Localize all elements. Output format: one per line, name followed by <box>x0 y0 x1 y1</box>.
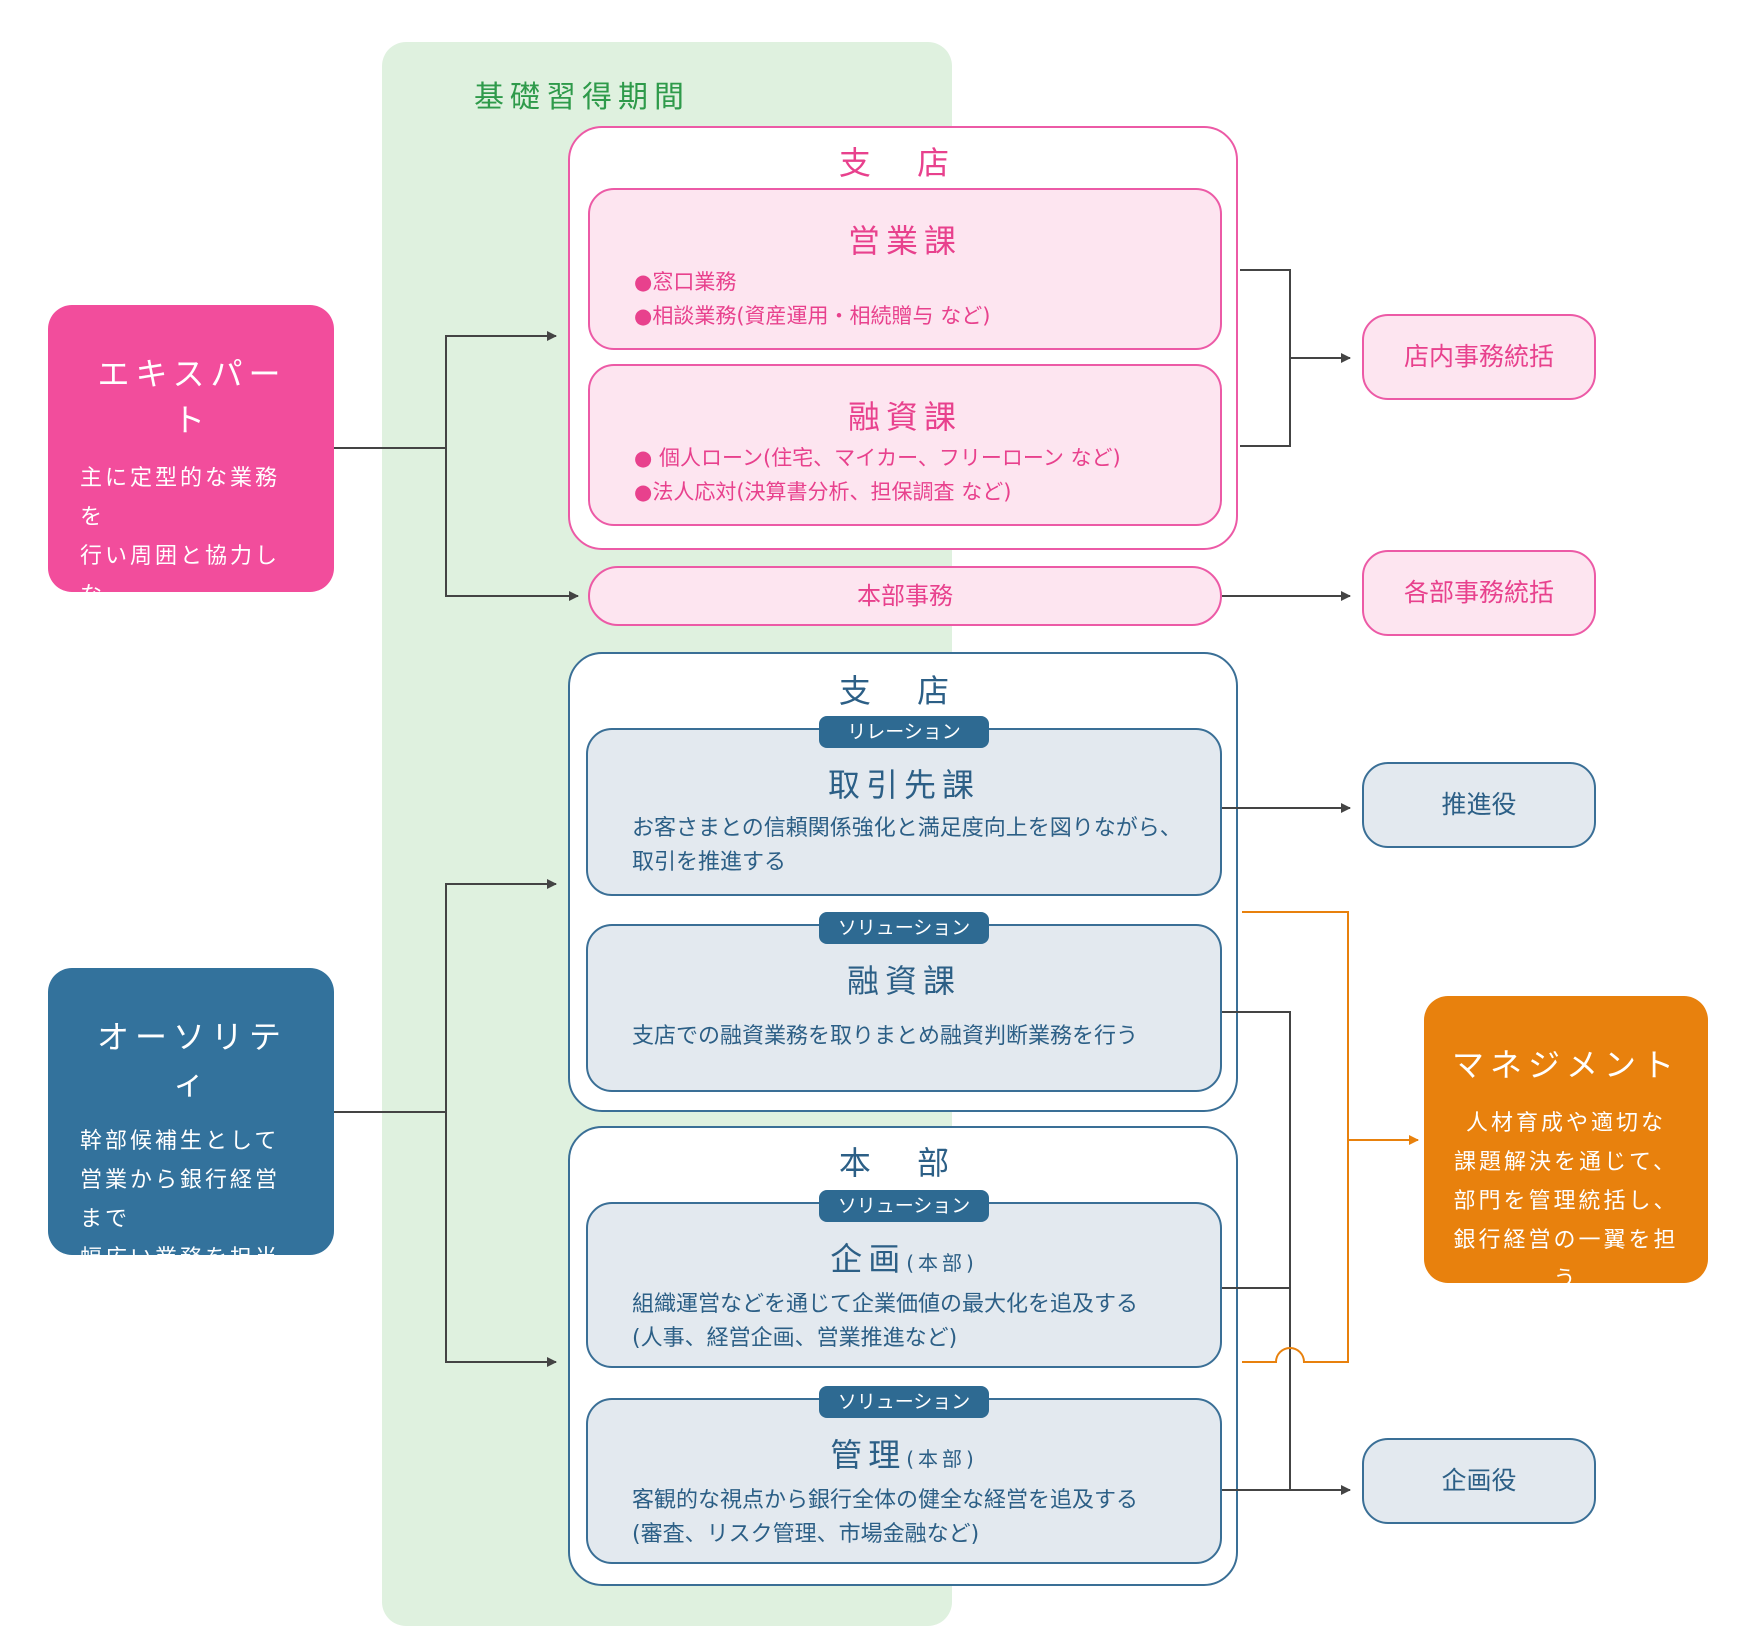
management-box: マネジメント 人材育成や適切な 課題解決を通じて、 部門を管理統括し、 銀行経営… <box>1424 996 1708 1292</box>
kikaku-description: 組織運営などを通じて企業価値の最大化を追及する <box>632 1292 1139 1317</box>
authority-title: オーソリティ <box>96 1018 287 1102</box>
kikaku-description: (人事、経営企画、営業推進など) <box>632 1326 958 1351</box>
expert-title: エキスパート <box>97 355 287 439</box>
eigyo-item: ●窓口業務 <box>634 270 737 294</box>
expert-connector <box>334 331 557 449</box>
expert-box: エキスパート 主に定型的な業務を 行い周囲と協力しな がら高品質な業務 遂行を追… <box>48 305 334 686</box>
kakubu-jimu-tokatsu-box: 各部事務統括 <box>1362 550 1596 636</box>
management-connector <box>1242 911 1349 1363</box>
eigyo-item: ●相談業務(資産運用・相続贈与 など) <box>634 304 991 328</box>
authority-branch-title: 支 店 <box>838 672 968 710</box>
tennai-jimu-tokatsu-box: 店内事務統括 <box>1362 314 1596 400</box>
torihiki-section-box: リレーション 取引先課 お客さまとの信頼関係強化と満足度向上を図りながら、 取引… <box>586 716 1222 896</box>
kanri-section-name: 管理(本部) <box>830 1436 978 1474</box>
honbu-jimu-box: 本部事務 <box>588 566 1222 626</box>
authority-connector <box>334 879 557 1113</box>
basic-training-period-title: 基礎習得期間 <box>474 80 690 115</box>
kikaku-yaku-box: 企画役 <box>1362 1438 1596 1524</box>
expert-honbu-jimu-connector <box>445 448 579 601</box>
yushi-item: ●法人応対(決算書分析、担保調査 など) <box>634 480 1012 504</box>
management-description: 人材育成や適切な 課題解決を通じて、 部門を管理統括し、 銀行経営の一翼を担う <box>1453 1111 1679 1292</box>
management-title: マネジメント <box>1451 1046 1680 1084</box>
torihiki-description: お客さまとの信頼関係強化と満足度向上を図りながら、 <box>632 816 1182 841</box>
kanri-section-box: ソリューション 管理(本部) 客観的な視点から銀行全体の健全な経営を追及する (… <box>586 1386 1222 1564</box>
solution-tag: ソリューション <box>819 1386 989 1418</box>
yushi-section-name: 融資課 <box>846 962 961 1000</box>
kikaku-section-box: ソリューション 企画(本部) 組織運営などを通じて企業価値の最大化を追及する (… <box>586 1190 1222 1368</box>
kikaku-section-name: 企画(本部) <box>830 1240 978 1278</box>
expert-description: 主に定型的な業務を 行い周囲と協力しな がら高品質な業務 遂行を追求 <box>80 466 281 686</box>
solution-tag: ソリューション <box>819 912 989 944</box>
yushi-section-name: 融資課 <box>847 398 962 436</box>
kanri-description: 客観的な視点から銀行全体の健全な経営を追及する <box>632 1488 1139 1513</box>
yushi-item: ● 個人ローン(住宅、マイカー、フリーローン など) <box>634 446 1121 470</box>
torihiki-section-name: 取引先課 <box>827 766 980 804</box>
solution-tag: ソリューション <box>819 1190 989 1222</box>
authority-honbu-connector <box>445 1112 557 1367</box>
authority-description: 幹部候補生として 営業から銀行経営まで 幅広い業務を担当 <box>80 1129 281 1271</box>
kanri-description: (審査、リスク管理、市場金融など) <box>632 1522 980 1547</box>
eigyo-section-name: 営業課 <box>847 222 962 260</box>
suishin-yaku-box: 推進役 <box>1362 762 1596 848</box>
tennai-bracket-connector <box>1240 269 1350 447</box>
kikaku-yaku-connector <box>1222 1011 1351 1495</box>
yushi-description: 支店での融資業務を取りまとめ融資判断業務を行う <box>632 1024 1139 1049</box>
yushi-section-box-authority: ソリューション 融資課 支店での融資業務を取りまとめ融資判断業務を行う <box>586 912 1222 1092</box>
eigyo-section-box: 営業課 ●窓口業務 ●相談業務(資産運用・相続贈与 など) <box>588 188 1222 350</box>
relation-tag: リレーション <box>819 716 989 748</box>
torihiki-description: 取引を推進する <box>632 850 787 875</box>
honbu-title: 本 部 <box>838 1144 968 1182</box>
expert-branch-title: 支 店 <box>838 144 968 182</box>
authority-box: オーソリティ 幹部候補生として 営業から銀行経営まで 幅広い業務を担当 <box>48 968 334 1271</box>
yushi-section-box-expert: 融資課 ● 個人ローン(住宅、マイカー、フリーローン など) ●法人応対(決算書… <box>588 364 1222 526</box>
